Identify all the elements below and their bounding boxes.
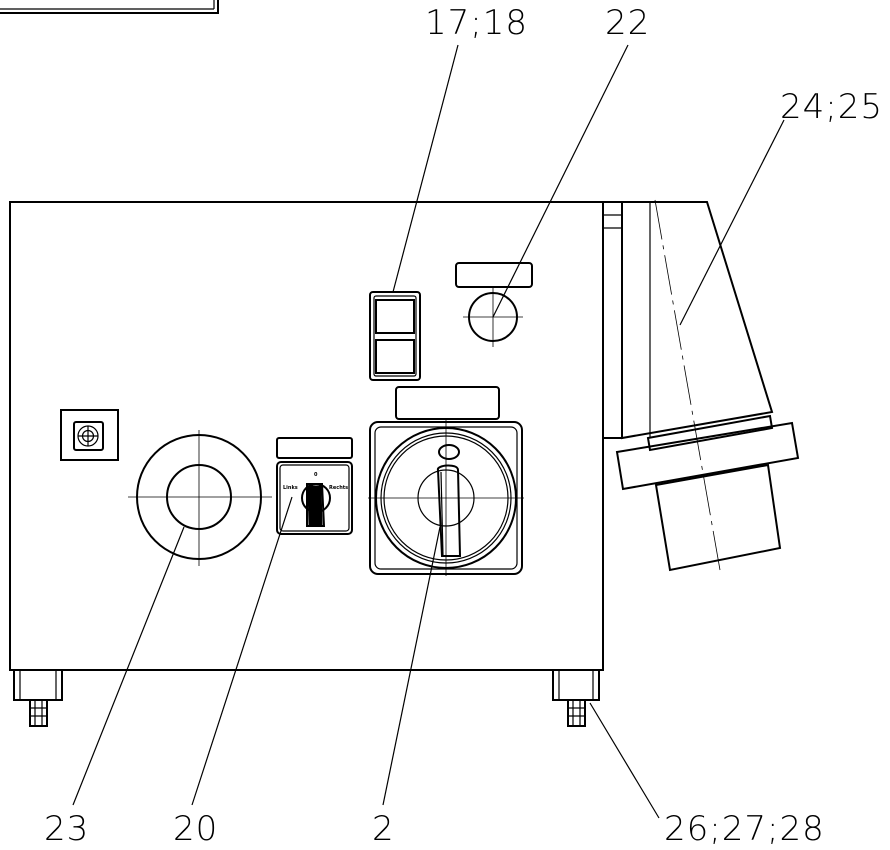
housing: [9, 201, 622, 671]
callout-26-27-28: 26;27;28: [664, 809, 825, 849]
callout-2: 2: [372, 809, 395, 849]
callout-24-25: 24;25: [780, 87, 883, 127]
emergency-push-button: [128, 430, 272, 566]
foot-left: [13, 669, 63, 727]
leader-lines: [72, 44, 785, 819]
selector-left-text: Links: [283, 485, 298, 491]
callout-23: 23: [44, 809, 90, 849]
main-switch: [368, 386, 524, 576]
callout-17-18: 17;18: [425, 3, 528, 43]
key-switch: [60, 409, 119, 461]
side-plug-connector: [602, 199, 800, 572]
selector-right-text: Rechts: [329, 485, 348, 491]
selector-switch: 0 Links Rechts: [276, 437, 353, 535]
selector-zero-mark: 0: [314, 472, 318, 478]
pilot-lamp: [455, 262, 533, 347]
callout-22: 22: [605, 3, 651, 43]
title-block-fragment: [0, 0, 219, 14]
foot-right: [552, 669, 600, 727]
indicator-lamps: [369, 291, 421, 381]
callout-20: 20: [173, 809, 219, 849]
